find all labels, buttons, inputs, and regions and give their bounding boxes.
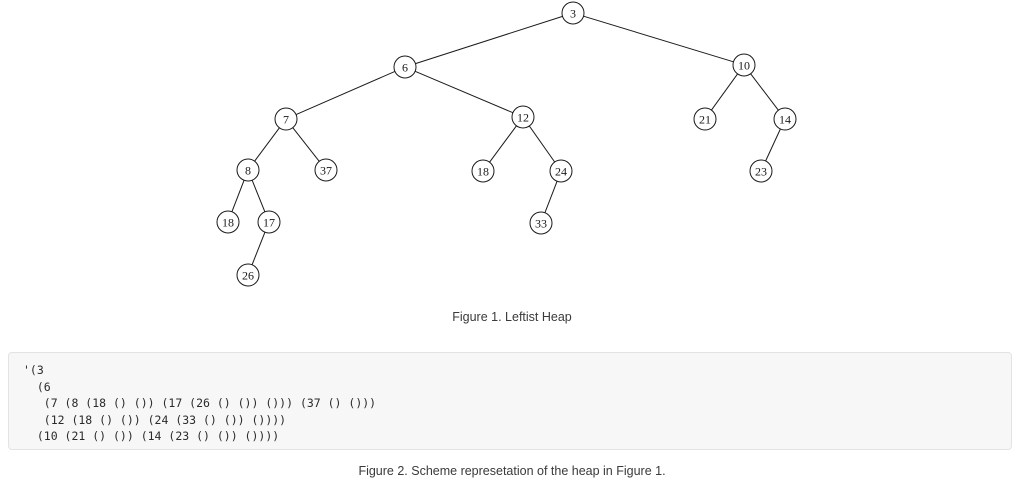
tree-edge	[251, 180, 266, 212]
tree-node-label: 10	[738, 59, 750, 73]
tree-node-label: 21	[699, 113, 711, 127]
tree-diagram: 3 6 10 7 12 21 14 8 37 18 24 23 18 17 33 26	[216, 1, 797, 287]
tree-node-circle	[693, 107, 717, 131]
tree-edge	[583, 15, 734, 63]
tree-node-circle	[236, 158, 260, 182]
tree-edge	[489, 125, 517, 163]
tree-edge-layer	[231, 15, 781, 265]
figure-2-caption: Figure 2. Scheme represetation of the he…	[358, 464, 666, 478]
tree-node[interactable]: 14	[773, 107, 797, 131]
tree-node-label: 6	[402, 61, 408, 75]
tree-node-circle	[749, 159, 773, 183]
tree-node-circle	[732, 53, 756, 77]
tree-node-label: 8	[245, 164, 251, 178]
tree-node[interactable]: 26	[236, 263, 260, 287]
tree-node[interactable]: 12	[511, 105, 535, 129]
tree-edge	[544, 181, 558, 213]
tree-node-circle	[393, 55, 417, 79]
tree-edge	[415, 15, 563, 65]
tree-node-circle	[511, 105, 535, 129]
tree-edge	[292, 127, 320, 162]
tree-node[interactable]: 24	[549, 159, 573, 183]
tree-edge	[231, 180, 245, 212]
tree-node-circle	[274, 107, 298, 131]
tree-node[interactable]: 7	[274, 107, 298, 131]
tree-node-label: 26	[242, 269, 254, 283]
scheme-code-text: '(3 (6 (7 (8 (18 () ()) (17 (26 () ()) (…	[23, 363, 377, 443]
tree-node[interactable]: 23	[749, 159, 773, 183]
tree-node-circle	[216, 210, 240, 234]
tree-node-circle	[257, 210, 281, 234]
tree-edge	[528, 125, 556, 163]
tree-node-layer: 3 6 10 7 12 21 14 8 37 18 24 23 18 17 33 26	[216, 1, 797, 287]
tree-node-label: 37	[320, 164, 332, 178]
tree-node-label: 14	[779, 113, 791, 127]
tree-node[interactable]: 37	[314, 158, 338, 182]
tree-node-label: 3	[570, 7, 576, 21]
tree-edge	[711, 73, 738, 111]
tree-node[interactable]: 21	[693, 107, 717, 131]
tree-node[interactable]: 3	[561, 1, 585, 25]
tree-node-circle	[471, 159, 495, 183]
tree-node-circle	[561, 1, 585, 25]
tree-node[interactable]: 33	[529, 211, 553, 235]
tree-node[interactable]: 10	[732, 53, 756, 77]
tree-edge	[414, 70, 514, 114]
figure-1-caption: Figure 1. Leftist Heap	[452, 310, 572, 324]
tree-node-label: 24	[555, 165, 567, 179]
scheme-code-block[interactable]: '(3 (6 (7 (8 (18 () ()) (17 (26 () ()) (…	[8, 352, 1012, 450]
tree-edge	[765, 128, 781, 162]
tree-node-circle	[314, 158, 338, 182]
tree-edge	[295, 70, 396, 116]
tree-node[interactable]: 18	[471, 159, 495, 183]
tree-node[interactable]: 8	[236, 158, 260, 182]
tree-edge	[750, 73, 779, 111]
tree-node[interactable]: 6	[393, 55, 417, 79]
tree-node-label: 23	[755, 165, 767, 179]
tree-node-circle	[549, 159, 573, 183]
tree-node-label: 12	[517, 111, 529, 125]
tree-node-circle	[773, 107, 797, 131]
tree-node-circle	[236, 263, 260, 287]
tree-node-circle	[529, 211, 553, 235]
tree-node-label: 7	[283, 113, 289, 127]
tree-node-label: 33	[535, 217, 547, 231]
tree-node-label: 18	[222, 216, 234, 230]
tree-edge	[254, 127, 280, 162]
figure-1-leftist-heap: 3 6 10 7 12 21 14 8 37 18 24 23 18 17 33 26 Figure 1. L…	[216, 1, 797, 324]
tree-node[interactable]: 18	[216, 210, 240, 234]
tree-edge	[251, 232, 266, 265]
tree-node-label: 18	[477, 165, 489, 179]
tree-node[interactable]: 17	[257, 210, 281, 234]
tree-node-label: 17	[263, 216, 275, 230]
